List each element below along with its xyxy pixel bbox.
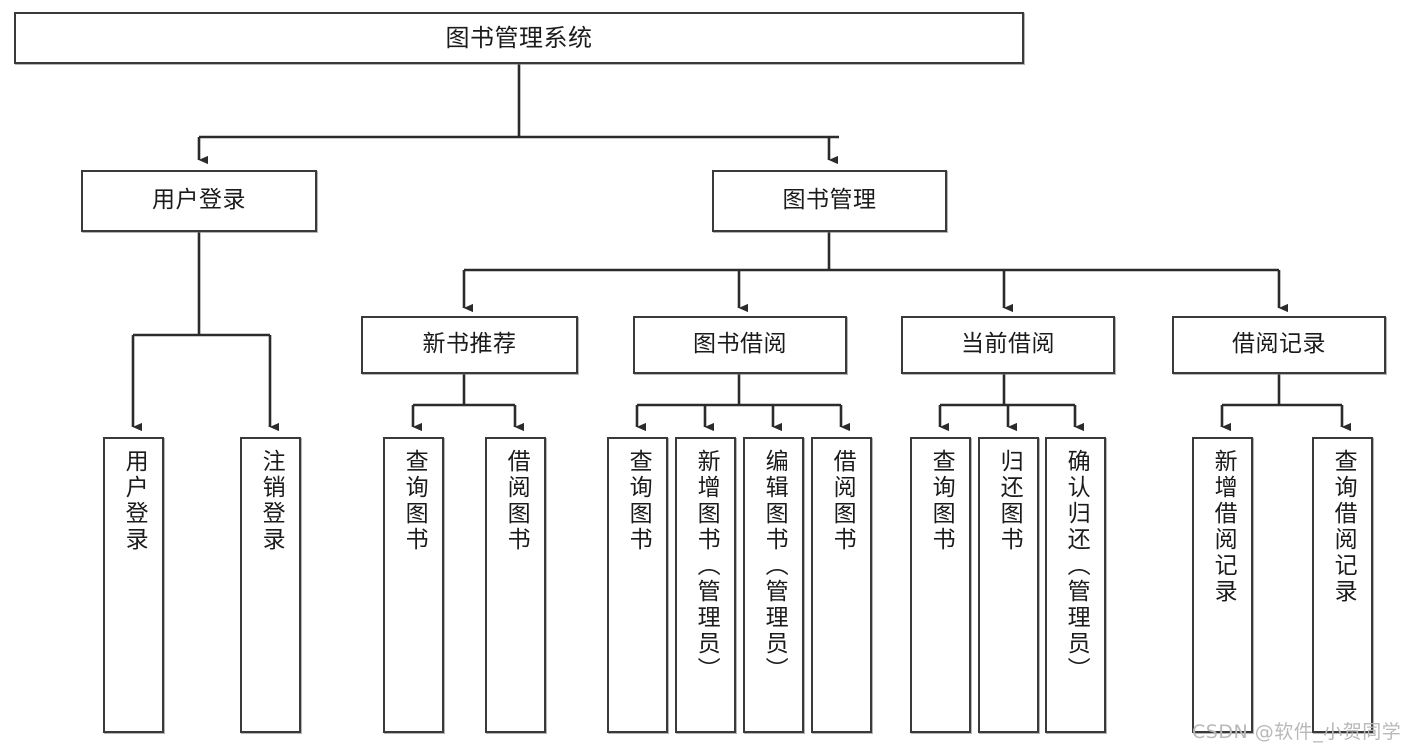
node-leaf-return-book[interactable]: 归还图书 <box>978 437 1039 733</box>
node-label-leaf-borrow-book-1: 借阅图书 <box>503 449 530 553</box>
node-label-leaf-borrow-book-2: 借阅图书 <box>829 449 856 553</box>
node-leaf-user-login[interactable]: 用户登录 <box>103 437 164 733</box>
node-leaf-query-book-3[interactable]: 查询图书 <box>910 437 971 733</box>
node-label-leaf-query-record: 查询借阅记录 <box>1330 449 1357 605</box>
node-label-book-manage: 图书管理 <box>782 187 877 214</box>
node-new-book-recommend[interactable]: 新书推荐 <box>361 316 578 374</box>
node-leaf-query-record[interactable]: 查询借阅记录 <box>1312 437 1373 733</box>
node-label-leaf-query-book-3: 查询图书 <box>928 449 955 553</box>
node-root-system[interactable]: 图书管理系统 <box>14 12 1024 64</box>
node-label-book-borrow: 图书借阅 <box>693 331 787 358</box>
node-label-current-borrow: 当前借阅 <box>961 331 1055 358</box>
node-leaf-add-book[interactable]: 新增图书（管理员） <box>675 437 736 733</box>
node-label-leaf-query-book-2: 查询图书 <box>625 449 652 553</box>
node-borrow-record[interactable]: 借阅记录 <box>1172 316 1386 374</box>
node-label-borrow-record: 借阅记录 <box>1232 331 1326 358</box>
node-leaf-confirm-return[interactable]: 确认归还（管理员） <box>1045 437 1106 733</box>
node-label-leaf-user-login: 用户登录 <box>121 449 148 553</box>
node-label-leaf-logout-login: 注销登录 <box>258 449 285 553</box>
node-label-leaf-return-book: 归还图书 <box>996 449 1023 553</box>
node-leaf-query-book-2[interactable]: 查询图书 <box>607 437 668 733</box>
node-leaf-query-book-1[interactable]: 查询图书 <box>383 437 444 733</box>
node-book-manage[interactable]: 图书管理 <box>712 170 947 232</box>
node-label-leaf-edit-book: 编辑图书（管理员） <box>761 449 788 683</box>
node-label-leaf-add-book: 新增图书（管理员） <box>693 449 720 683</box>
node-leaf-borrow-book-2[interactable]: 借阅图书 <box>811 437 872 733</box>
csdn-watermark: CSDN @软件_小贺同学 <box>1192 721 1402 743</box>
node-label-user-login: 用户登录 <box>152 187 246 214</box>
node-label-new-book-recommend: 新书推荐 <box>422 331 517 358</box>
node-user-login[interactable]: 用户登录 <box>81 170 317 232</box>
node-label-leaf-confirm-return: 确认归还（管理员） <box>1063 449 1090 683</box>
node-label-leaf-query-book-1: 查询图书 <box>401 449 428 553</box>
node-book-borrow[interactable]: 图书借阅 <box>633 316 847 374</box>
node-leaf-borrow-book-1[interactable]: 借阅图书 <box>485 437 546 733</box>
node-current-borrow[interactable]: 当前借阅 <box>901 316 1115 374</box>
node-leaf-add-record[interactable]: 新增借阅记录 <box>1192 437 1253 733</box>
node-label-root: 图书管理系统 <box>445 23 593 52</box>
node-leaf-logout-login[interactable]: 注销登录 <box>240 437 301 733</box>
node-label-leaf-add-record: 新增借阅记录 <box>1210 449 1237 605</box>
node-leaf-edit-book[interactable]: 编辑图书（管理员） <box>743 437 804 733</box>
